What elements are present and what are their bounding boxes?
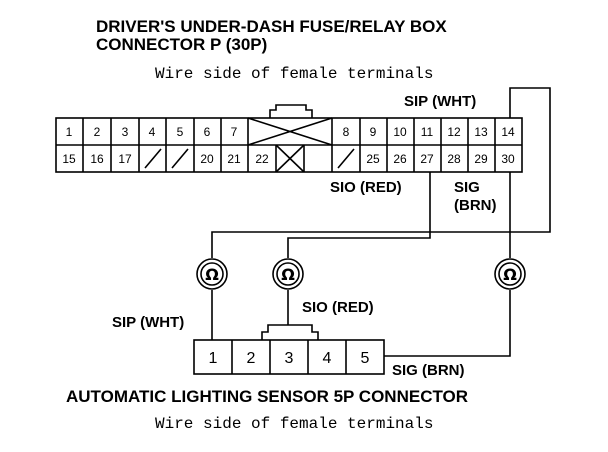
wire-sio-fuse-to-center-meter bbox=[287, 172, 431, 258]
fuse-pin: 22 bbox=[255, 152, 269, 166]
sensor-pin: 1 bbox=[209, 350, 218, 367]
ohm-icon: Ω bbox=[503, 265, 517, 284]
fuse-row2-empty-slashes bbox=[144, 148, 355, 169]
label-sig-top-line2: (BRN) bbox=[454, 197, 497, 214]
ohmmeter-left: Ω bbox=[196, 258, 228, 290]
fuse-pin: 1 bbox=[66, 125, 73, 139]
fuse-pin: 7 bbox=[231, 125, 238, 139]
fuse-pin: 5 bbox=[177, 125, 184, 139]
fuse-box-subtitle: Wire side of female terminals bbox=[155, 65, 433, 83]
fuse-connector-latch bbox=[269, 104, 313, 118]
wire-sip-fuse-to-left-meter bbox=[211, 87, 551, 258]
label-sip-left: SIP (WHT) bbox=[112, 314, 184, 331]
sensor-pin: 2 bbox=[247, 350, 256, 367]
fuse-pin: 9 bbox=[370, 125, 377, 139]
sensor-pin: 4 bbox=[323, 350, 332, 367]
fuse-row2-blocked-cell bbox=[275, 144, 305, 173]
sensor-pin: 5 bbox=[361, 350, 370, 367]
sensor-title: AUTOMATIC LIGHTING SENSOR 5P CONNECTOR bbox=[66, 387, 468, 406]
label-sio-top: SIO (RED) bbox=[330, 179, 402, 196]
fuse-row1-dividers bbox=[82, 118, 496, 145]
ohmmeter-center: Ω bbox=[272, 258, 304, 290]
fuse-row1-blocked-cell bbox=[247, 117, 333, 146]
fuse-pin: 13 bbox=[474, 125, 488, 139]
fuse-pin: 17 bbox=[118, 152, 132, 166]
sensor-pins: 1 2 3 4 5 bbox=[209, 350, 370, 367]
label-sip-top: SIP (WHT) bbox=[404, 93, 476, 110]
fuse-pin: 10 bbox=[393, 125, 407, 139]
wire-sig-meter-to-sensor bbox=[384, 290, 511, 357]
sensor-connector-body bbox=[193, 339, 385, 375]
fuse-pin: 20 bbox=[200, 152, 214, 166]
fuse-pin: 8 bbox=[343, 125, 350, 139]
ohmmeter-right: Ω bbox=[494, 258, 526, 290]
ohm-icon: Ω bbox=[205, 265, 219, 284]
label-sig-right: SIG (BRN) bbox=[392, 362, 465, 379]
sensor-connector-latch bbox=[261, 324, 319, 340]
fuse-box-title-line2: CONNECTOR P (30P) bbox=[96, 35, 267, 54]
ohm-icon: Ω bbox=[281, 265, 295, 284]
fuse-pin: 21 bbox=[227, 152, 241, 166]
fuse-pin: 16 bbox=[90, 152, 104, 166]
label-sig-top-line1: SIG bbox=[454, 179, 480, 196]
sensor-pin: 3 bbox=[285, 350, 294, 367]
fuse-pin: 27 bbox=[420, 152, 434, 166]
fuse-row2-dividers bbox=[82, 145, 496, 172]
fuse-pin: 12 bbox=[447, 125, 461, 139]
sensor-subtitle: Wire side of female terminals bbox=[155, 415, 433, 433]
fuse-pin: 14 bbox=[501, 125, 515, 139]
fuse-row1-pins: 1 2 3 4 5 6 7 8 9 10 11 12 13 14 bbox=[66, 125, 515, 139]
fuse-pin: 26 bbox=[393, 152, 407, 166]
fuse-pin: 2 bbox=[94, 125, 101, 139]
fuse-pin: 15 bbox=[62, 152, 76, 166]
fuse-pin: 28 bbox=[447, 152, 461, 166]
fuse-pin: 29 bbox=[474, 152, 488, 166]
fuse-pin: 4 bbox=[149, 125, 156, 139]
fuse-pin: 25 bbox=[366, 152, 380, 166]
fuse-box-title-line1: DRIVER'S UNDER-DASH FUSE/RELAY BOX bbox=[96, 17, 447, 36]
fuse-pin: 11 bbox=[421, 125, 434, 139]
fuse-pin: 6 bbox=[204, 125, 211, 139]
fuse-pin: 3 bbox=[122, 125, 129, 139]
fuse-row2-pins: 15 16 17 20 21 22 25 26 27 28 29 30 bbox=[62, 152, 515, 166]
fuse-pin: 30 bbox=[501, 152, 515, 166]
label-sio-mid: SIO (RED) bbox=[302, 299, 374, 316]
sensor-connector-dividers bbox=[231, 340, 347, 374]
